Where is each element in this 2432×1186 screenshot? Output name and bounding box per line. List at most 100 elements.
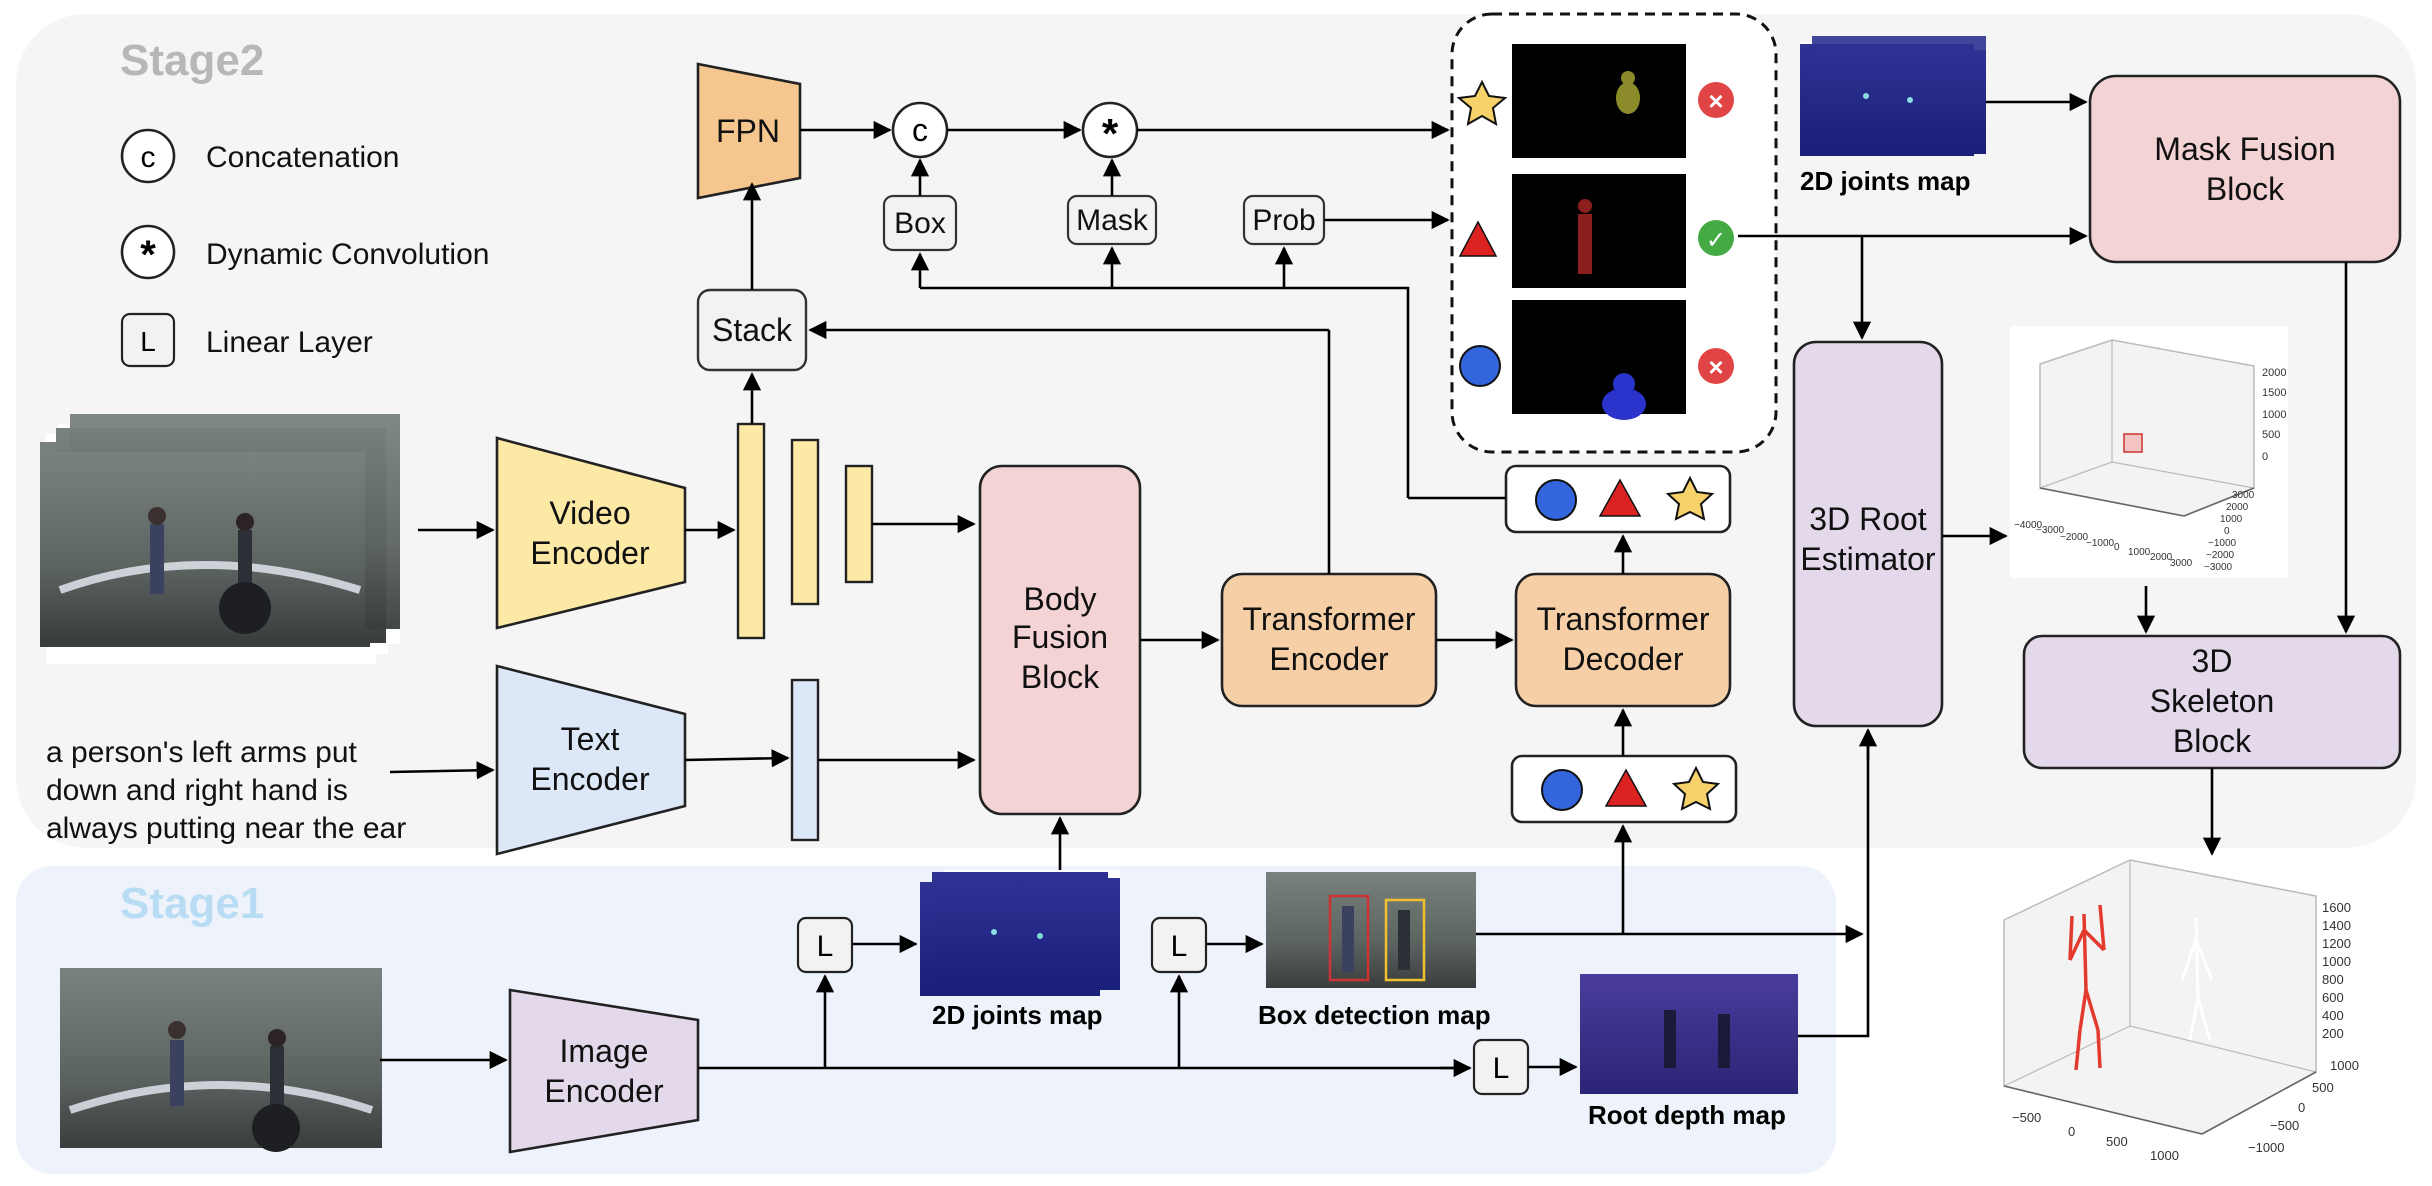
image-frame <box>60 968 382 1152</box>
svg-text:−4000: −4000 <box>2014 520 2043 531</box>
root-3d-plot: 2000 1500 1000 500 0 3000 2000 1000 0 −1… <box>2010 326 2288 578</box>
legend-linear-symbol-box <box>120 312 176 368</box>
fpn-block: FPN <box>696 62 802 200</box>
video-encoder: Video Encoder <box>495 436 687 630</box>
root-depth-map-caption: Root depth map <box>1588 1100 1786 1130</box>
svg-text:−1000: −1000 <box>2086 538 2115 549</box>
joints-map-bottom-caption: 2D joints map <box>932 1000 1102 1030</box>
svg-text:200: 200 <box>2322 1026 2344 1041</box>
mask-fusion-block: Mask Fusion Block <box>2088 74 2402 264</box>
svg-text:Video: Video <box>549 495 630 531</box>
svg-text:c: c <box>912 112 928 148</box>
prob-block: Prob <box>1242 194 1326 246</box>
transformer-decoder-block: Transformer Decoder <box>1514 572 1732 708</box>
svg-text:500: 500 <box>2262 429 2280 441</box>
linear-layer-1: L <box>796 916 854 974</box>
svg-text:1400: 1400 <box>2322 918 2351 933</box>
svg-text:3D: 3D <box>2192 643 2233 679</box>
svg-text:Text: Text <box>561 721 620 757</box>
root-depth-map: Root depth map <box>1580 974 1798 1130</box>
svg-text:Encoder: Encoder <box>530 761 650 797</box>
svg-text:500: 500 <box>2312 1080 2334 1095</box>
svg-text:Box: Box <box>894 207 946 240</box>
svg-text:1000: 1000 <box>2322 954 2351 969</box>
joints-map-top: 2D joints map <box>1800 36 1986 196</box>
skeleton-3d-plot: 1600 1400 1200 1000 800 600 400 200 1000… <box>2003 859 2359 1163</box>
svg-text:×: × <box>1708 352 1723 382</box>
svg-text:0: 0 <box>2298 1100 2305 1115</box>
svg-text:1000: 1000 <box>2262 409 2286 421</box>
svg-text:Encoder: Encoder <box>530 535 650 571</box>
svg-text:−3000: −3000 <box>2204 562 2233 573</box>
svg-text:−3000: −3000 <box>2036 525 2065 536</box>
legend-concat-label: Concatenation <box>206 141 399 174</box>
svg-text:Block: Block <box>2206 171 2285 207</box>
svg-text:L: L <box>1171 930 1188 963</box>
legend-linear-symbol: L <box>140 326 156 357</box>
text-prompt-line-1: a person's left arms put <box>46 736 358 769</box>
svg-text:Block: Block <box>1021 659 1100 695</box>
skeleton-block: 3D Skeleton Block <box>2022 634 2402 770</box>
svg-text:400: 400 <box>2322 1008 2344 1023</box>
text-prompt-line-2: down and right hand is <box>46 774 348 807</box>
svg-text:✓: ✓ <box>1706 227 1726 254</box>
svg-text:0: 0 <box>2068 1124 2075 1139</box>
text-feature-map <box>790 678 820 842</box>
svg-text:Skeleton: Skeleton <box>2150 683 2275 719</box>
stack-block: Stack <box>696 288 808 372</box>
legend: c Concatenation * Dynamic Convolution L … <box>120 128 489 368</box>
svg-text:*: * <box>1102 110 1119 157</box>
video-frames <box>40 414 400 664</box>
svg-text:3000: 3000 <box>2170 558 2193 569</box>
svg-text:Mask: Mask <box>1076 204 1149 237</box>
svg-text:Prob: Prob <box>1252 204 1315 237</box>
svg-text:−1000: −1000 <box>2248 1140 2285 1155</box>
legend-concat-symbol: c <box>141 141 156 174</box>
svg-text:FPN: FPN <box>716 113 780 149</box>
legend-dynconv-symbol: * <box>140 233 156 277</box>
transformer-encoder-block: Transformer Encoder <box>1220 572 1438 708</box>
text-prompt-line-3: always putting near the ear <box>46 812 406 845</box>
svg-text:2000: 2000 <box>2150 552 2173 563</box>
text-encoder: Text Encoder <box>495 664 687 856</box>
dynconv-op: * <box>1081 101 1139 159</box>
legend-dynconv-label: Dynamic Convolution <box>206 238 489 271</box>
svg-text:0: 0 <box>2224 526 2230 537</box>
stage2-title: Stage2 <box>120 36 264 85</box>
svg-text:1500: 1500 <box>2262 387 2286 399</box>
concat-op: c <box>891 101 949 159</box>
svg-text:Image: Image <box>560 1033 649 1069</box>
svg-text:Encoder: Encoder <box>544 1073 664 1109</box>
svg-text:1600: 1600 <box>2322 900 2351 915</box>
query-shapes-top <box>1504 464 1732 534</box>
svg-text:Fusion: Fusion <box>1012 619 1108 655</box>
svg-text:3000: 3000 <box>2232 490 2255 501</box>
svg-text:Block: Block <box>2173 723 2252 759</box>
video-feature-maps <box>736 422 874 640</box>
svg-text:−500: −500 <box>2270 1118 2299 1133</box>
svg-text:Transformer: Transformer <box>1242 601 1415 637</box>
svg-text:800: 800 <box>2322 972 2344 987</box>
svg-text:0: 0 <box>2262 451 2268 463</box>
body-fusion-block: Body Fusion Block <box>978 464 1142 816</box>
svg-text:L: L <box>817 930 834 963</box>
svg-text:Stack: Stack <box>712 312 793 348</box>
legend-linear-label: Linear Layer <box>206 326 373 359</box>
mask-candidates: × ✓ × <box>1450 12 1778 454</box>
svg-text:1000: 1000 <box>2330 1058 2359 1073</box>
svg-text:L: L <box>1493 1052 1510 1085</box>
box-detection-map-caption: Box detection map <box>1258 1000 1491 1030</box>
svg-text:600: 600 <box>2322 990 2344 1005</box>
svg-text:Transformer: Transformer <box>1536 601 1709 637</box>
svg-text:−2000: −2000 <box>2060 532 2089 543</box>
svg-text:Decoder: Decoder <box>1563 641 1684 677</box>
box-detection-map: Box detection map <box>1258 872 1491 1030</box>
mask-block: Mask <box>1066 194 1158 246</box>
svg-text:−2000: −2000 <box>2206 550 2235 561</box>
legend-dynconv-symbol-circle <box>120 224 176 280</box>
svg-text:1000: 1000 <box>2128 547 2151 558</box>
linear-layer-3: L <box>1472 1038 1530 1096</box>
svg-text:×: × <box>1708 86 1723 116</box>
stage1-title: Stage1 <box>120 879 264 928</box>
